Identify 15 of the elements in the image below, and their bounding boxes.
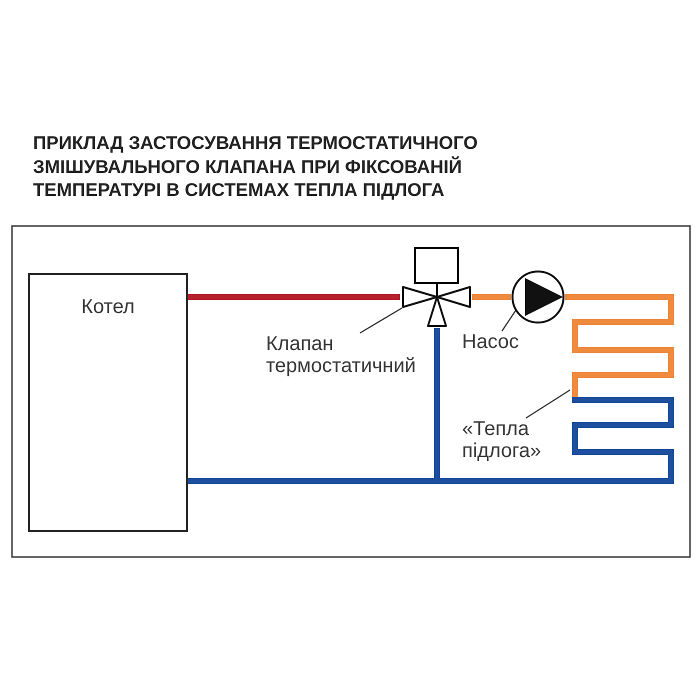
boiler-box — [28, 273, 188, 532]
leader-line — [360, 307, 402, 334]
floor-heating-label: «Тепла підлога» — [462, 418, 562, 462]
pipe — [565, 294, 674, 318]
floor-heating-coil — [570, 318, 674, 458]
valve-label: Клапан термостатичний — [266, 333, 431, 377]
pipe — [472, 294, 511, 300]
leader-line — [501, 310, 517, 332]
leader-line — [526, 389, 570, 419]
mixing-valve-symbol — [400, 246, 472, 328]
pump-symbol — [511, 270, 565, 324]
pump-label: Насос — [462, 331, 528, 355]
boiler-label: Котел — [80, 296, 136, 318]
diagram-title: ПРИКЛАД ЗАСТОСУВАННЯ ТЕРМОСТАТИЧНОГО ЗМІШУВАЛЬНОГО КЛАПАНА ПРИ ФІКСОВАНІЙ ТЕМПЕРАТУРІ В СИСТЕМАХ ТЕПЛА ПІДЛОГА — [33, 131, 479, 202]
pipe — [188, 294, 400, 300]
